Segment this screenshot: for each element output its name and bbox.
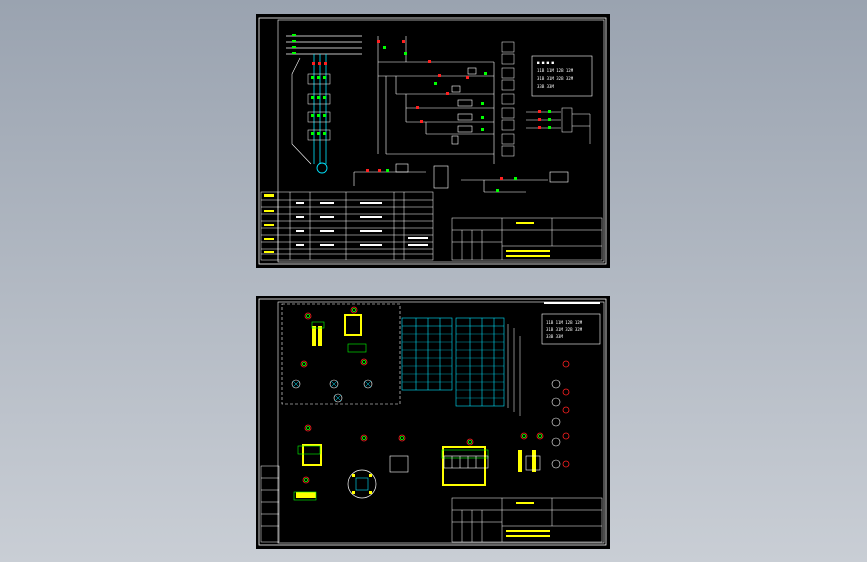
- legend-line-3-bottom: 33B 33M: [546, 334, 563, 339]
- schematic-top: ■ ■ ■ ■ 11B 11M 12B 12M 31B 31M 32B 32M …: [258, 17, 607, 265]
- drawing-sheet-bottom[interactable]: 11B 11M 12B 12M 31B 31M 32B 32M 33B 33M: [256, 296, 610, 549]
- legend-line-2-top: 31B 31M 32B 32M: [537, 76, 574, 81]
- schematic-bottom: 11B 11M 12B 12M 31B 31M 32B 32M 33B 33M: [258, 298, 607, 546]
- legend-line-1-bottom: 11B 11M 12B 12M: [546, 320, 583, 325]
- legend-line-1-top: 11B 11M 12B 12M: [537, 68, 574, 73]
- legend-line-3-top: 33B 33M: [537, 84, 554, 89]
- legend-title-top: ■ ■ ■ ■: [537, 60, 554, 65]
- drawing-sheet-top[interactable]: ■ ■ ■ ■ 11B 11M 12B 12M 31B 31M 32B 32M …: [256, 14, 610, 268]
- legend-line-2-bottom: 31B 31M 32B 32M: [546, 327, 583, 332]
